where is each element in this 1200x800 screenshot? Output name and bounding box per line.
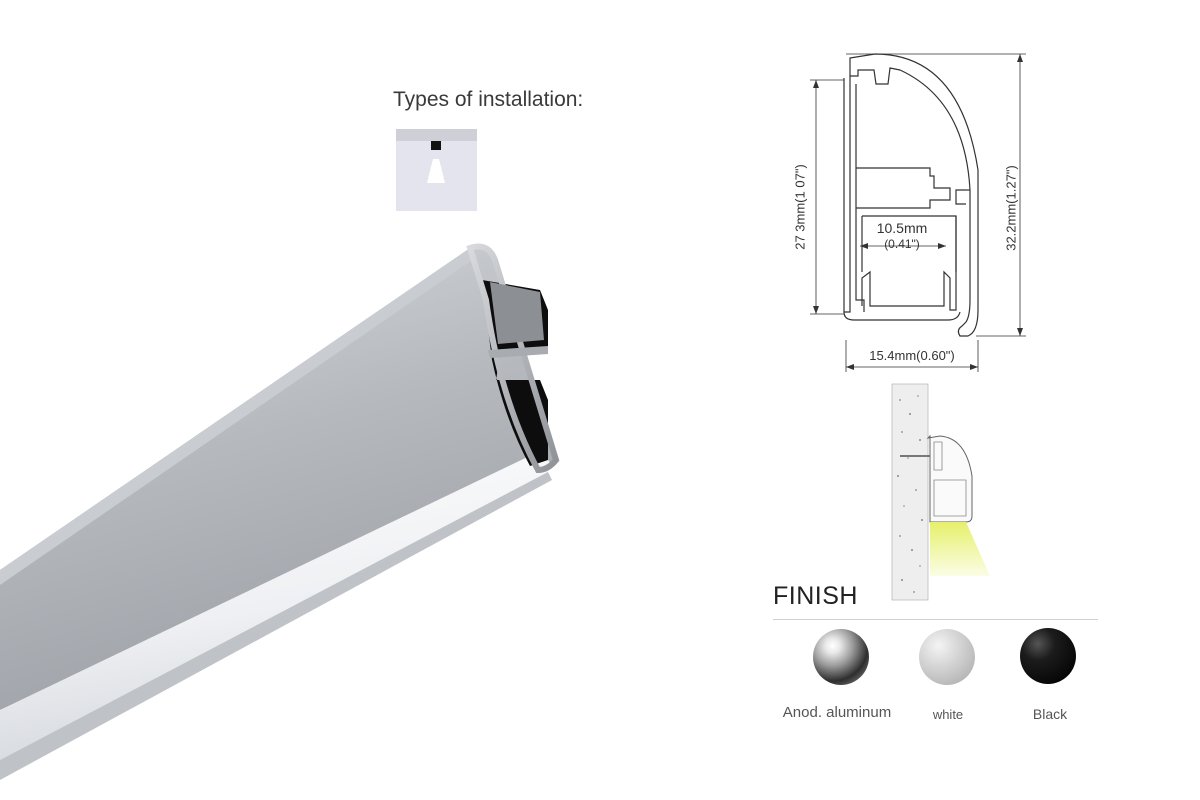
inner-width-mm: 10.5mm (876, 220, 928, 236)
finish-label-anodized-aluminum: Anod. aluminum (782, 704, 892, 721)
finish-swatch-black[interactable] (1020, 628, 1076, 684)
inner-width-dimension: 10.5mm (0.41") (858, 220, 946, 252)
finish-title: FINISH (773, 582, 858, 610)
inner-width-inches: (0.41") (884, 237, 920, 251)
finish-swatch-anodized-aluminum[interactable] (813, 629, 869, 685)
profile-product-render (0, 243, 560, 780)
width-dimension: 15.4mm(0.60") (869, 348, 955, 363)
outer-height-dimension: 32.2mm(1.27") (1003, 165, 1019, 251)
finish-label-black: Black (1032, 706, 1068, 722)
finish-divider (773, 619, 1098, 620)
finish-label-white: white (932, 707, 964, 722)
finish-swatch-white[interactable] (919, 629, 975, 685)
wall-mount-diagram (891, 383, 990, 601)
ceiling-mount-icon (396, 129, 477, 211)
installation-types-title: Types of installation: (393, 88, 584, 111)
inner-height-dimension: 27 3mm(1 07") (792, 164, 808, 250)
profile-cross-section-drawing (810, 53, 1026, 372)
